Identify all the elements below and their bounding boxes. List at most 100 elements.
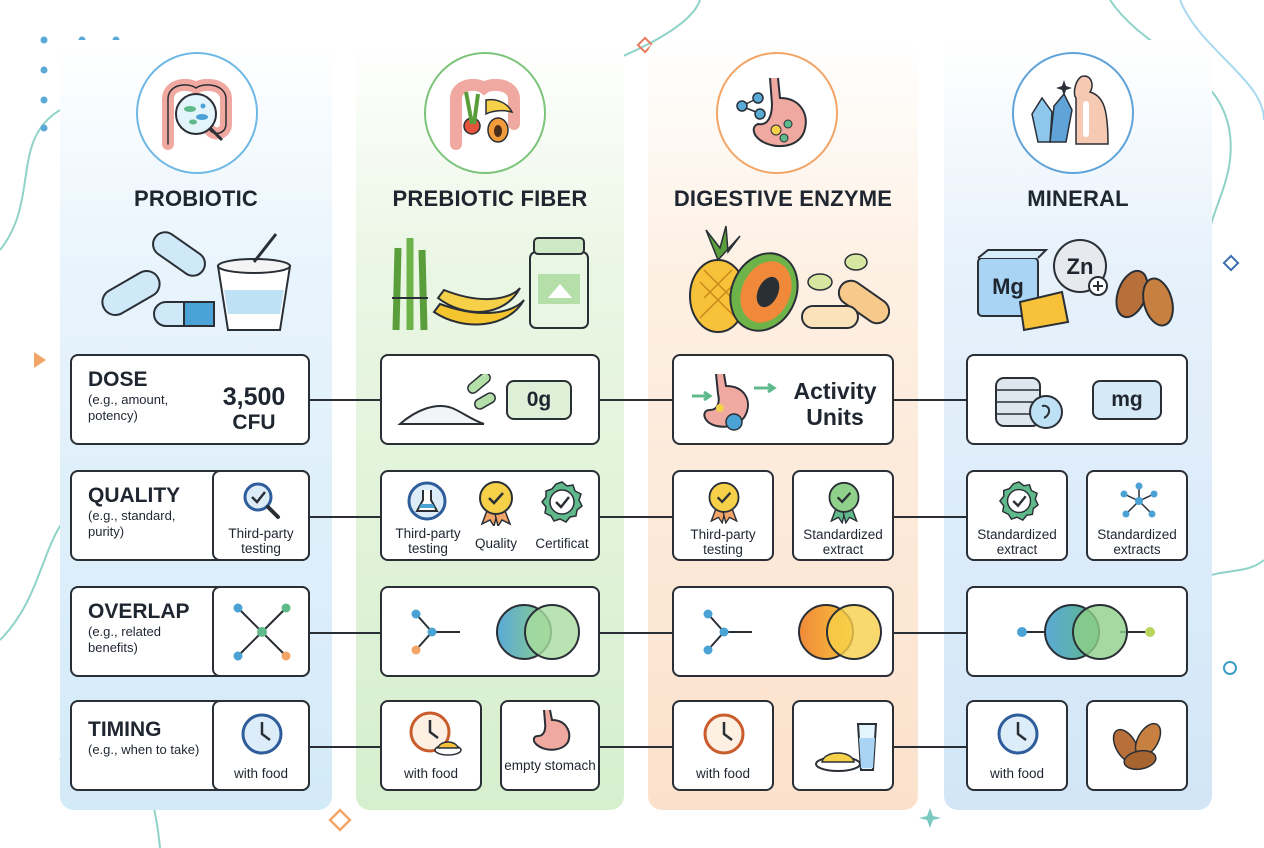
overlap-connector-1	[310, 632, 382, 634]
banana-icon	[432, 287, 525, 326]
powder-jar-icon	[529, 237, 589, 329]
venn-icon	[496, 604, 580, 660]
probiotic-timing-card: with food	[212, 700, 310, 791]
flask-badge-icon	[407, 481, 447, 521]
papaya-icon	[729, 252, 799, 332]
enzyme-illustration	[689, 225, 890, 333]
quality-connector-3	[894, 516, 968, 518]
intestine-bacteria-icon	[136, 52, 258, 174]
dose-connector-2	[600, 399, 674, 401]
intestine-produce-icon	[424, 52, 546, 174]
probiotic-illustration	[101, 231, 292, 331]
dose-connector-3	[894, 399, 968, 401]
award-ribbon-icon	[828, 481, 860, 524]
zn-sphere-icon: Zn	[1053, 239, 1108, 296]
award-ribbon-icon	[708, 481, 740, 524]
award-ribbon-icon	[479, 481, 513, 526]
column-title-prebiotic: PREBIOTIC FIBER	[392, 186, 588, 211]
network-icon	[233, 603, 291, 661]
venn-icon	[798, 604, 882, 660]
timing-label: TIMING	[88, 718, 162, 741]
overlap-label: OVERLAP	[88, 600, 190, 623]
venn-icon	[1017, 604, 1155, 660]
prebiotic-illustration	[392, 237, 589, 331]
enzyme-pill-icon	[801, 253, 890, 329]
probiotic-dose-box: DOSE (e.g., amount, potency) 3,500 CFU	[70, 354, 310, 445]
probiotic-timing-caption: with food	[233, 766, 289, 781]
prebiotic-quality-3: Certificat	[535, 536, 589, 551]
enzyme-timing-card-1: with food	[672, 700, 774, 791]
enzyme-quality-1: Third-party testing	[690, 527, 756, 557]
enzyme-timing-card-2	[792, 700, 894, 791]
stomach-icon	[532, 709, 571, 751]
asparagus-icon	[392, 238, 428, 331]
prebiotic-timing-1: with food	[403, 766, 459, 781]
dose-connector-1	[310, 399, 382, 401]
coin-stack-icon	[995, 377, 1063, 429]
prebiotic-overlap-box	[380, 586, 600, 677]
mineral-quality-card-1: Standardized extract	[966, 470, 1068, 561]
mineral-timing-card-1: with food	[966, 700, 1068, 791]
network-icon	[1120, 482, 1158, 518]
prebiotic-timing-card-2: empty stomach	[500, 700, 600, 791]
prebiotic-quality-2: Quality	[474, 536, 518, 551]
yogurt-cup-icon	[216, 233, 292, 331]
crystal-body-icon	[1012, 52, 1134, 174]
network-icon	[703, 609, 752, 655]
mineral-quality-2: Standardized extracts	[1097, 527, 1177, 557]
probiotic-quality-box: QUALITY (e.g., standard, purity) Third-p…	[70, 470, 310, 561]
mineral-quality-1: Standardized extract	[977, 527, 1057, 557]
column-title-mineral: MINERAL	[1027, 186, 1129, 211]
stomach-enzyme-icon	[692, 373, 777, 431]
quality-label: QUALITY	[88, 484, 181, 507]
almond-icon	[1112, 722, 1162, 771]
timing-sublabel: (e.g., when to take)	[88, 742, 200, 757]
dose-sublabel: (e.g., amount, potency)	[88, 392, 169, 423]
plate-food-icon	[815, 723, 878, 772]
probiotic-overlap-box: OVERLAP (e.g., related benefits)	[70, 586, 310, 677]
enzyme-quality-card-1: Third-party testing	[672, 470, 774, 561]
almond-icon	[1115, 269, 1174, 327]
mineral-dose-value: mg	[1092, 380, 1162, 420]
timing-connector-3	[894, 746, 968, 748]
enzyme-quality-card-2: Standardized extract	[792, 470, 894, 561]
pineapple-icon	[689, 225, 747, 333]
probiotic-dose-value: 3,500	[222, 383, 286, 411]
prebiotic-timing-2: empty stomach	[504, 758, 596, 773]
overlap-sublabel: (e.g., related benefits)	[88, 624, 161, 655]
clock-icon	[997, 713, 1039, 755]
certificate-check-icon	[998, 481, 1039, 521]
quality-sublabel: (e.g., standard, purity)	[88, 508, 176, 539]
enzyme-timing-caption: with food	[695, 766, 751, 781]
prebiotic-quality-box: Third-party testing Quality Certificat	[380, 470, 600, 561]
stomach-enzyme-icon	[716, 52, 838, 174]
column-title-enzyme: DIGESTIVE ENZYME	[673, 186, 893, 211]
magnifier-check-icon	[243, 482, 280, 519]
quality-connector-1	[310, 516, 382, 518]
clock-icon	[241, 713, 283, 755]
prebiotic-timing-card-1: with food	[380, 700, 482, 791]
timing-connector-2	[600, 746, 674, 748]
powder-pile-icon	[397, 374, 496, 425]
network-icon	[411, 609, 460, 655]
dose-label: DOSE	[88, 368, 148, 391]
mineral-overlap-box	[966, 586, 1188, 677]
probiotic-overlap-card	[212, 586, 310, 677]
overlap-connector-3	[894, 632, 968, 634]
certificate-check-icon	[541, 481, 583, 523]
overlap-connector-2	[600, 632, 674, 634]
mineral-dose-box: mg	[966, 354, 1188, 445]
column-title-probiotic: PROBIOTIC	[133, 186, 259, 211]
mineral-timing-card-2	[1086, 700, 1188, 791]
enzyme-quality-2: Standardized extract	[803, 527, 883, 557]
clock-icon	[409, 711, 462, 756]
timing-connector-1	[310, 746, 382, 748]
probiotic-quality-card: Third-party testing	[212, 470, 310, 561]
zn-label: Zn	[1067, 254, 1094, 279]
probiotic-timing-box: TIMING (e.g., when to take) with food	[70, 700, 310, 791]
mineral-quality-card-2: Standardized extracts	[1086, 470, 1188, 561]
probiotic-quality-caption: Third-party testing	[228, 526, 294, 556]
prebiotic-dose-value: 0g	[506, 380, 572, 420]
probiotic-dose-unit: CFU	[232, 411, 276, 434]
prebiotic-quality-1: Third-party testing	[395, 526, 461, 556]
